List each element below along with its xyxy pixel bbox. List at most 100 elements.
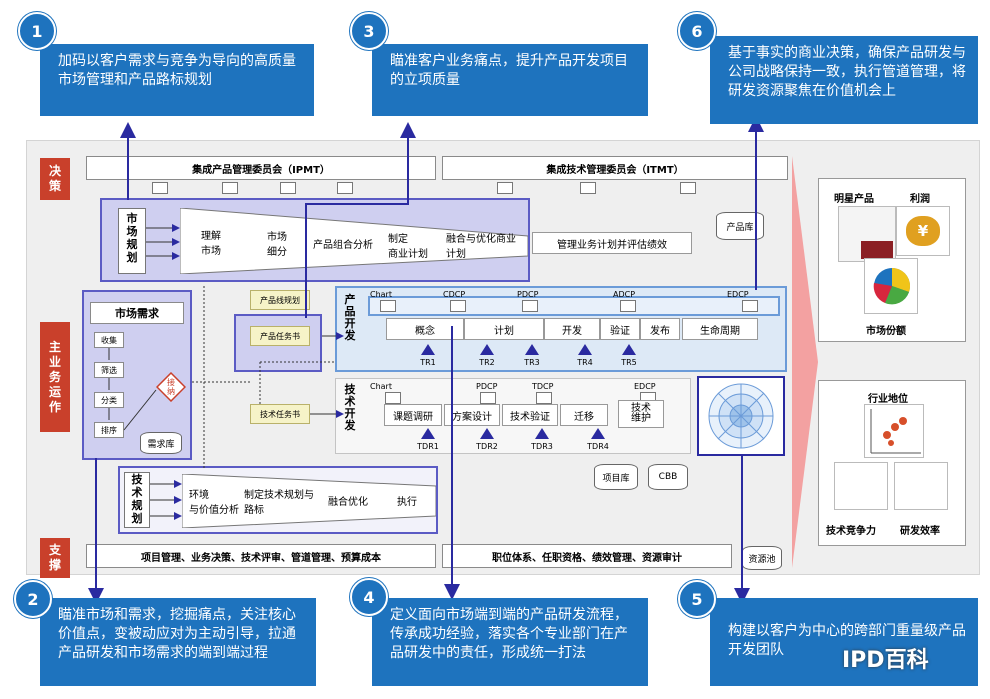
profit-label: 利润 [910, 194, 930, 205]
callout-box-3: 瞄准客户业务痛点，提升产品开发项目的立项质量 [372, 44, 648, 116]
tech-phase-box: 迁移 [560, 404, 608, 426]
tr-label: TR5 [621, 358, 637, 367]
phase-box: 生命周期 [682, 318, 758, 340]
gate-label: PDCP [517, 290, 539, 299]
tr-label: TR3 [524, 358, 540, 367]
decision-check-icon [337, 182, 353, 194]
side-label-support: 支 撑 [40, 538, 70, 578]
gate-check-icon [620, 300, 636, 312]
demand-step: 收集 [94, 332, 124, 348]
gate-label: EDCP [727, 290, 749, 299]
tr-triangle-icon [578, 344, 592, 355]
star-product-label: 明星产品 [834, 194, 874, 205]
phase-box: 发布 [640, 318, 680, 340]
itmt-committee: 集成技术管理委员会（ITMT） [442, 156, 788, 180]
gate-label: ADCP [613, 290, 636, 299]
rd-efficiency-label: 研发效率 [900, 526, 940, 537]
phase-box: 计划 [464, 318, 544, 340]
tech-competitiveness-label: 技术竞争力 [826, 526, 876, 537]
phase-box: 概念 [386, 318, 464, 340]
scatter-icon [870, 409, 921, 454]
side-label-main-ops: 主 业 务 运 作 [40, 322, 70, 432]
tech-planning-title: 技 术 规 划 [124, 472, 150, 528]
tr-triangle-icon [525, 344, 539, 355]
tech-plan-step: 融合优化 [328, 496, 368, 508]
accept-label: 接 纳 [167, 378, 175, 396]
tech-competitiveness-image [834, 462, 888, 510]
gate-check-icon [742, 300, 758, 312]
tdr-label: TDR4 [587, 442, 609, 451]
callout-box-2: 瞄准市场和需求，挖掘痛点，关注核心价值点，变被动应对为主动引导，拉通产品研发和市… [40, 598, 316, 686]
callout-number-3: 3 [350, 12, 388, 50]
cbb-library: CBB [648, 464, 688, 490]
demand-step: 分类 [94, 392, 124, 408]
decision-check-icon [152, 182, 168, 194]
resource-pool: 资源池 [742, 546, 782, 570]
money-bag-icon: ¥ [906, 216, 940, 246]
gate-label: TDCP [532, 382, 554, 391]
watermark: IPD百科 [842, 648, 929, 673]
product-dev-gate-bar [368, 296, 780, 316]
tr-label: TR2 [479, 358, 495, 367]
callout-number-6: 6 [678, 12, 716, 50]
rd-efficiency-image [894, 462, 948, 510]
tech-plan-step: 执行 [397, 496, 417, 508]
market-step: 市场 细分 [267, 232, 287, 258]
callout-number-4: 4 [350, 578, 388, 616]
gate-label: Chart [370, 382, 392, 391]
demand-step: 排序 [94, 422, 124, 438]
tr-triangle-icon [622, 344, 636, 355]
tech-planning-funnel [182, 474, 436, 528]
tech-plan-step: 环境 与价值分析 [189, 490, 239, 516]
gate-check-icon [385, 392, 401, 404]
gate-check-icon [480, 392, 496, 404]
callout-box-6: 基于事实的商业决策，确保产品研发与公司战略保持一致，执行管道管理，将研发资源聚焦… [710, 36, 978, 124]
market-share-image [864, 258, 918, 314]
tech-phase-box: 课题调研 [384, 404, 442, 426]
gate-label: PDCP [476, 382, 498, 391]
tr-label: TR1 [420, 358, 436, 367]
pie-chart-icon [873, 267, 911, 305]
decision-check-icon [680, 182, 696, 194]
capability-wheel-icon [708, 383, 774, 449]
roadmap-doc: 产品线规划 [250, 290, 310, 310]
tech-phase-box: 方案设计 [444, 404, 500, 426]
callout-number-5: 5 [678, 580, 716, 618]
tr-label: TR4 [577, 358, 593, 367]
decision-check-icon [280, 182, 296, 194]
market-step: 融合与优化商业 计划 [446, 234, 516, 260]
demand-library: 需求库 [140, 432, 182, 454]
callout-box-5: 构建以客户为中心的跨部门重量级产品开发团队 [710, 598, 978, 686]
gate-label: EDCP [634, 382, 656, 391]
support-right-box: 职位体系、任职资格、绩效管理、资源审计 [442, 544, 732, 568]
tdr-triangle-icon [535, 428, 549, 439]
output-arrow [792, 156, 818, 568]
tech-plan-step: 制定技术规划与 路标 [244, 490, 314, 516]
gate-check-icon [522, 300, 538, 312]
ipmt-committee: 集成产品管理委员会（IPMT） [86, 156, 436, 180]
market-share-label: 市场份额 [866, 326, 906, 337]
product-task-doc: 产品任务书 [250, 326, 310, 346]
project-library: 项目库 [594, 464, 638, 490]
callout-box-1: 加码以客户需求与竞争为导向的高质量市场管理和产品路标规划 [40, 44, 314, 116]
tech-dev-title: 技 术 开 发 [344, 383, 356, 432]
tr-triangle-icon [421, 344, 435, 355]
tdr-triangle-icon [421, 428, 435, 439]
market-step: 产品组合分析 [313, 239, 373, 251]
tdr-triangle-icon [480, 428, 494, 439]
support-left-box: 项目管理、业务决策、技术评审、管道管理、预算成本 [86, 544, 436, 568]
side-label-decision: 决 策 [40, 158, 70, 200]
market-step: 理解 市场 [201, 231, 221, 257]
gate-label: Chart [370, 290, 392, 299]
decision-check-icon [497, 182, 513, 194]
market-planning-title: 市 场 规 划 [118, 208, 146, 274]
callout-number-1: 1 [18, 12, 56, 50]
product-dev-title: 产 品 开 发 [344, 293, 356, 342]
gate-check-icon [450, 300, 466, 312]
tech-phase-box: 技术验证 [502, 404, 558, 426]
industry-position-image [864, 404, 924, 458]
market-demand-title: 市场需求 [90, 302, 184, 324]
tdr-label: TDR3 [531, 442, 553, 451]
callout-number-2: 2 [14, 580, 52, 618]
gate-check-icon [380, 300, 396, 312]
